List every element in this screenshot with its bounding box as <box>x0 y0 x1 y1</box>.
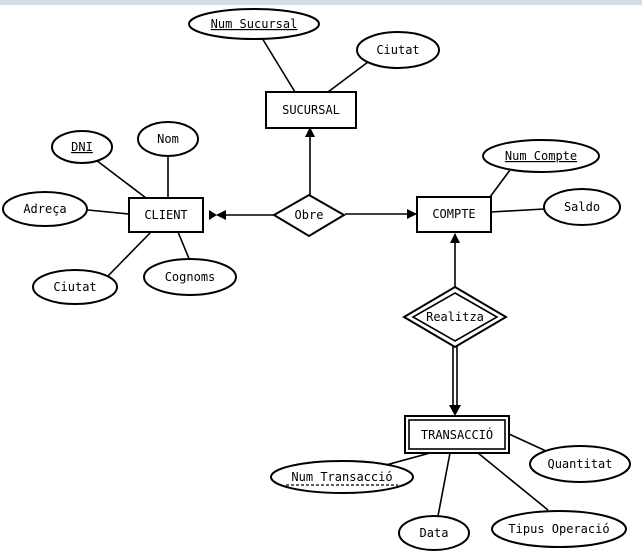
attribute-adreca: Adreça <box>2 191 88 227</box>
attribute-num-compte-label: Num Compte <box>505 149 577 163</box>
attribute-tipus-operacio: Tipus Operació <box>491 510 627 548</box>
attribute-data-label: Data <box>420 526 449 540</box>
link-saldo-compte <box>490 208 545 213</box>
link-data-transaccio <box>437 452 451 517</box>
link-tipus-transaccio <box>477 452 549 511</box>
attribute-dni-label: DNI <box>71 140 93 154</box>
attribute-nom: Nom <box>137 121 199 157</box>
link-quantitat-transaccio <box>508 433 547 452</box>
entity-client-label: CLIENT <box>144 208 187 222</box>
attribute-quantitat-label: Quantitat <box>547 457 612 471</box>
relationship-realitza-label: Realitza <box>426 310 484 324</box>
relationship-realitza: Realitza <box>402 285 508 349</box>
link-adreca-client <box>87 209 130 215</box>
attribute-num-sucursal-label: Num Sucursal <box>211 17 298 31</box>
entity-client: CLIENT <box>128 197 204 233</box>
attribute-cognoms: Cognoms <box>143 258 237 296</box>
link-numsucursal-sucursal <box>261 37 296 93</box>
attribute-ciutat-client: Ciutat <box>32 269 118 305</box>
relationship-obre-label: Obre <box>295 208 324 222</box>
attribute-ciutat-client-label: Ciutat <box>53 280 96 294</box>
attribute-num-transaccio-label: Num Transacció <box>291 470 392 484</box>
attribute-saldo-label: Saldo <box>564 200 600 214</box>
link-cognoms-client <box>177 231 191 262</box>
attribute-num-transaccio: Num Transacció <box>270 460 414 494</box>
entity-transaccio: TRANSACCIÓ <box>404 415 510 454</box>
window-top-strip <box>0 0 642 5</box>
attribute-num-compte: Num Compte <box>482 139 600 173</box>
attribute-nom-label: Nom <box>157 132 179 146</box>
attribute-dni: DNI <box>51 130 113 164</box>
link-ciutat-sucursal <box>327 61 369 93</box>
link-dni-client <box>95 159 147 199</box>
transaccio-arrowhead <box>449 405 461 416</box>
attribute-num-sucursal: Num Sucursal <box>188 8 320 40</box>
attribute-ciutat-sucursal-label: Ciutat <box>376 43 419 57</box>
attribute-saldo: Saldo <box>543 188 621 226</box>
attribute-tipus-operacio-label: Tipus Operació <box>508 522 609 536</box>
link-ciutat-client <box>107 231 152 277</box>
client-double-arrowhead <box>209 210 217 220</box>
connectors <box>87 37 549 517</box>
entity-transaccio-label: TRANSACCIÓ <box>421 427 493 442</box>
attribute-data: Data <box>398 515 470 551</box>
attribute-quantitat: Quantitat <box>529 445 631 483</box>
attribute-adreca-label: Adreça <box>23 202 66 216</box>
relationship-obre: Obre <box>272 193 346 238</box>
entity-sucursal: SUCURSAL <box>265 91 357 129</box>
entity-compte: COMPTE <box>416 196 492 233</box>
link-numcompte-compte <box>489 169 511 198</box>
entity-compte-label: COMPTE <box>432 207 475 221</box>
attribute-ciutat-sucursal: Ciutat <box>356 31 440 69</box>
attribute-cognoms-label: Cognoms <box>165 270 216 284</box>
entity-sucursal-label: SUCURSAL <box>282 103 340 117</box>
